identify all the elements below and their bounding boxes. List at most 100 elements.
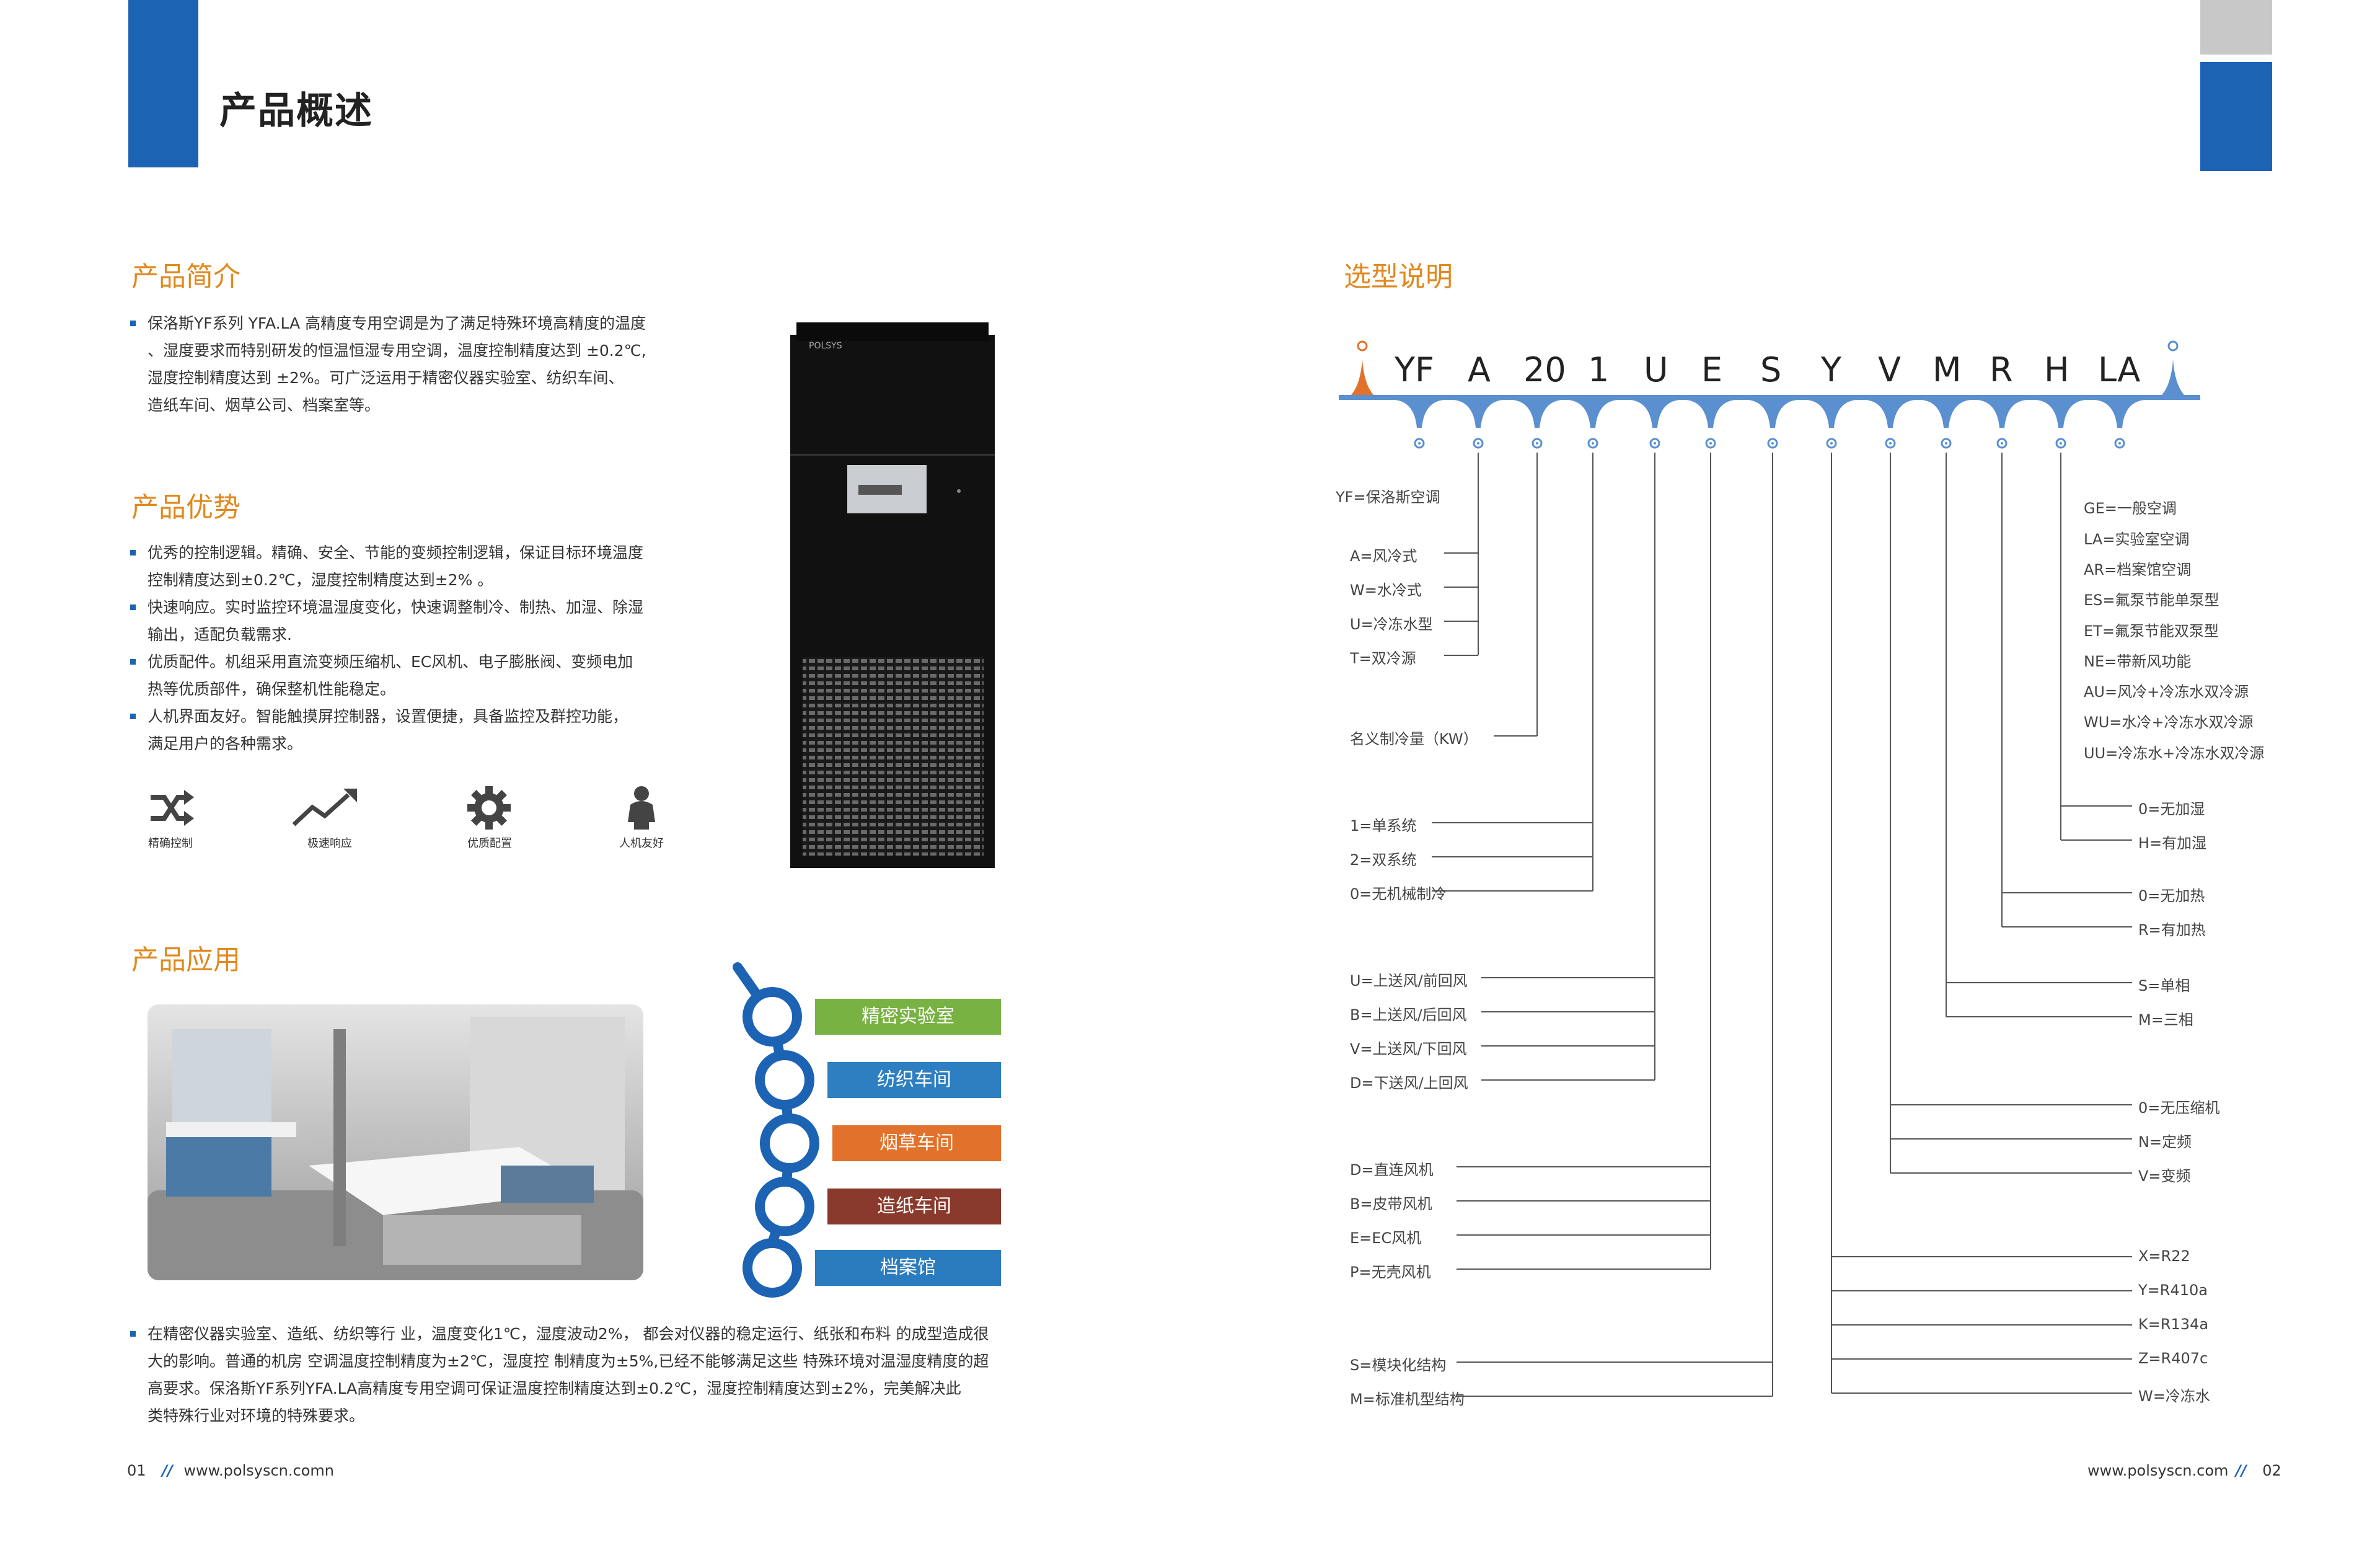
- feature-label: 人机友好: [619, 837, 664, 850]
- application-item: 烟草车间: [832, 1125, 1001, 1161]
- option-label: H=有加湿: [2138, 834, 2207, 852]
- start-pin: [1351, 360, 1373, 395]
- code-drop: [1748, 400, 1797, 428]
- intro-heading: 产品简介: [131, 261, 240, 293]
- model-code-part: U: [1644, 350, 1668, 389]
- code-drop: [1512, 400, 1562, 428]
- code-node-center: [1889, 442, 1892, 445]
- code-node: [1885, 438, 1896, 449]
- code-node: [1996, 438, 2008, 449]
- model-code-part: E: [1701, 350, 1723, 389]
- intro-line: 湿度控制精度达到 ±2%。可广泛运用于精密仪器实验室、纺织车间、: [148, 369, 624, 387]
- model-code-part: H: [2044, 350, 2069, 389]
- advantage-line: 满足用户的各种需求。: [148, 735, 303, 753]
- grille-mesh: [803, 657, 984, 856]
- option-label: 名义制冷量（KW）: [1350, 730, 1478, 748]
- applications-paragraph: 在精密仪器实验室、造纸、纺织等行 业，温度变化1℃，湿度波动2%， 都会对仪器的…: [130, 1321, 1029, 1430]
- model-code-part: 1: [1588, 350, 1610, 389]
- footer-separator: //: [2236, 1462, 2247, 1479]
- code-node-center: [2118, 442, 2121, 445]
- code-drop: [1686, 400, 1735, 428]
- code-drop: [1866, 400, 1915, 428]
- option-label: P=无壳风机: [1350, 1264, 1431, 1281]
- code-drop: [1630, 400, 1680, 428]
- advantage-line: 快速响应。实时监控环境温湿度变化，快速调整制冷、制热、加湿、除湿: [130, 594, 688, 621]
- option-label: YF=保洛斯空调: [1336, 489, 1440, 506]
- model-code-part: R: [1990, 350, 2013, 389]
- option-label: B=皮带风机: [1350, 1195, 1432, 1213]
- model-code-part: YF: [1395, 350, 1435, 389]
- model-code-part: S: [1760, 350, 1782, 389]
- shuffle-icon: [151, 790, 194, 826]
- selection-heading: 选型说明: [1344, 261, 1453, 293]
- option-label: W=冷冻水: [2138, 1388, 2210, 1405]
- option-label: U=上送风/前回风: [1350, 972, 1468, 989]
- application-item: 档案馆: [815, 1250, 1001, 1286]
- code-node: [1473, 438, 1484, 449]
- option-label: LA=实验室空调: [2084, 531, 2190, 548]
- footer-separator: //: [162, 1462, 173, 1479]
- option-label: 2=双系统: [1350, 851, 1417, 869]
- person-icon: [628, 786, 655, 830]
- code-baseline: [1339, 395, 2200, 400]
- paragraph-line: 高要求。保洛斯YF系列YFA.LA高精度专用空调可保证温度控制精度达到±0.2℃…: [148, 1379, 961, 1397]
- option-label: Z=R407c: [2138, 1350, 2208, 1367]
- option-label: M=三相: [2138, 1011, 2193, 1029]
- option-label: R=有加热: [2138, 921, 2206, 939]
- end-pin: [2162, 360, 2184, 395]
- end-dot: [2167, 340, 2179, 352]
- footer-right: www.polsyscn.com // 02: [2087, 1462, 2281, 1479]
- option-label: N=定频: [2138, 1133, 2192, 1151]
- model-code-part: A: [1468, 350, 1491, 389]
- feature-label: 精确控制: [148, 837, 193, 850]
- intro-line: 造纸车间、烟草公司、档案室等。: [148, 396, 381, 414]
- option-label: A=风冷式: [1350, 547, 1417, 565]
- corner-square-blue-1: [2200, 62, 2272, 117]
- model-code-part: LA: [2098, 350, 2141, 389]
- code-node: [2114, 438, 2125, 449]
- code-node-center: [1418, 442, 1421, 445]
- option-label: NE=带新风功能: [2084, 653, 2192, 670]
- application-item: 纺织车间: [827, 1062, 1001, 1098]
- corner-square-gray: [2200, 0, 2272, 55]
- code-node: [1532, 438, 1543, 449]
- option-label: S=单相: [2138, 977, 2190, 994]
- code-node-center: [2060, 442, 2062, 445]
- option-label: 0=无加热: [2138, 887, 2205, 905]
- option-label: U=冷冻水型: [1350, 616, 1433, 633]
- option-label: E=EC风机: [1350, 1229, 1422, 1247]
- option-label: T=双冷源: [1350, 650, 1416, 667]
- advantage-line: 输出，适配负载需求.: [148, 626, 292, 644]
- model-code-part: Y: [1821, 350, 1841, 389]
- advantage-line: 热等优质部件，确保整机性能稳定。: [148, 680, 396, 698]
- option-label: AR=档案馆空调: [2084, 561, 2192, 578]
- feature-label: 极速响应: [307, 837, 352, 850]
- footer-url[interactable]: www.polsyscn.comn: [183, 1462, 334, 1479]
- option-label: D=直连风机: [1350, 1161, 1434, 1179]
- option-label: S=模块化结构: [1350, 1357, 1447, 1374]
- option-label: Y=R410a: [2138, 1282, 2208, 1299]
- option-label: B=上送风/后回风: [1350, 1006, 1467, 1024]
- code-node: [1767, 438, 1778, 449]
- option-label: D=下送风/上回风: [1350, 1074, 1468, 1092]
- code-node-center: [1536, 442, 1538, 445]
- footer-url[interactable]: www.polsyscn.com: [2087, 1462, 2229, 1479]
- option-label: W=水冷式: [1350, 582, 1422, 599]
- paragraph-line: 在精密仪器实验室、造纸、纺织等行 业，温度变化1℃，湿度波动2%， 都会对仪器的…: [130, 1321, 1029, 1348]
- model-code-part: V: [1878, 350, 1901, 389]
- intro-line: 保洛斯YF系列 YFA.LA 高精度专用空调是为了满足特殊环境高精度的温度: [130, 310, 688, 337]
- corner-square-blue-2: [2200, 117, 2272, 171]
- paragraph-line: 大的影响。普通的机房 空调温度控制精度为±2℃，湿度控 制精度为±5%,已经不能…: [148, 1352, 989, 1370]
- model-code-part: M: [1933, 350, 1962, 389]
- application-item: 精密实验室: [815, 999, 1001, 1035]
- code-node: [1414, 438, 1425, 449]
- option-label: 0=无加湿: [2138, 800, 2205, 818]
- code-node-center: [1830, 442, 1833, 445]
- option-label: ET=氟泵节能双泵型: [2084, 622, 2219, 640]
- option-label: 0=无机械制冷: [1350, 885, 1447, 903]
- header-accent-bar: [128, 0, 198, 167]
- code-node-center: [1477, 442, 1479, 445]
- option-label: 1=单系统: [1350, 817, 1417, 834]
- code-node: [1826, 438, 1837, 449]
